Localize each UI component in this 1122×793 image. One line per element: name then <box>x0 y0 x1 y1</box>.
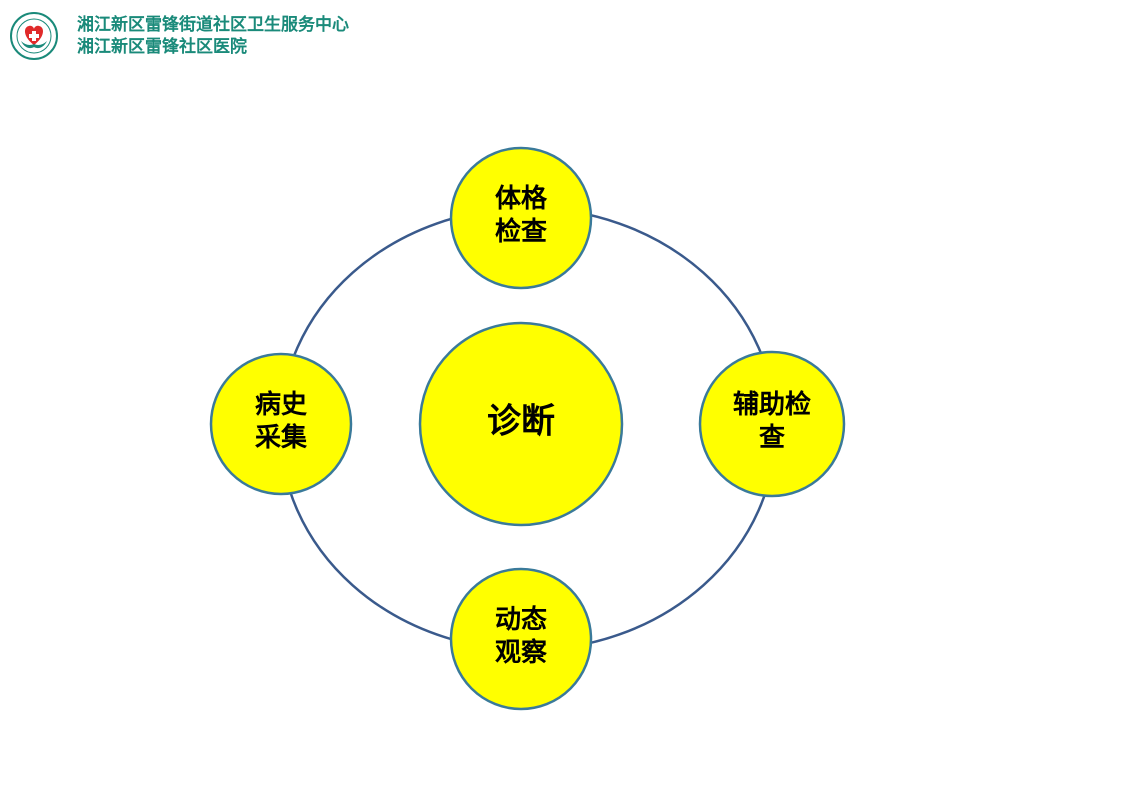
node-top-label: 体格 检查 <box>494 184 548 247</box>
node-bottom-circle <box>449 567 593 711</box>
node-bottom-label: 动态 观察 <box>494 605 548 668</box>
node-right-circle <box>698 350 846 498</box>
center-label: 诊断 <box>487 401 555 442</box>
node-left-label: 病史 采集 <box>254 390 308 453</box>
header-line-2: 湘江新区雷锋社区医院 <box>77 37 247 57</box>
header-title: 湘江新区雷锋街道社区卫生服务中心 湘江新区雷锋社区医院 <box>77 14 349 58</box>
center-circle <box>418 321 624 527</box>
node-top-circle <box>449 146 593 290</box>
header-line-1: 湘江新区雷锋街道社区卫生服务中心 <box>77 15 349 35</box>
hospital-logo <box>9 11 59 61</box>
node-right-label: 辅助检 查 <box>732 390 812 453</box>
node-left-circle <box>209 352 353 496</box>
